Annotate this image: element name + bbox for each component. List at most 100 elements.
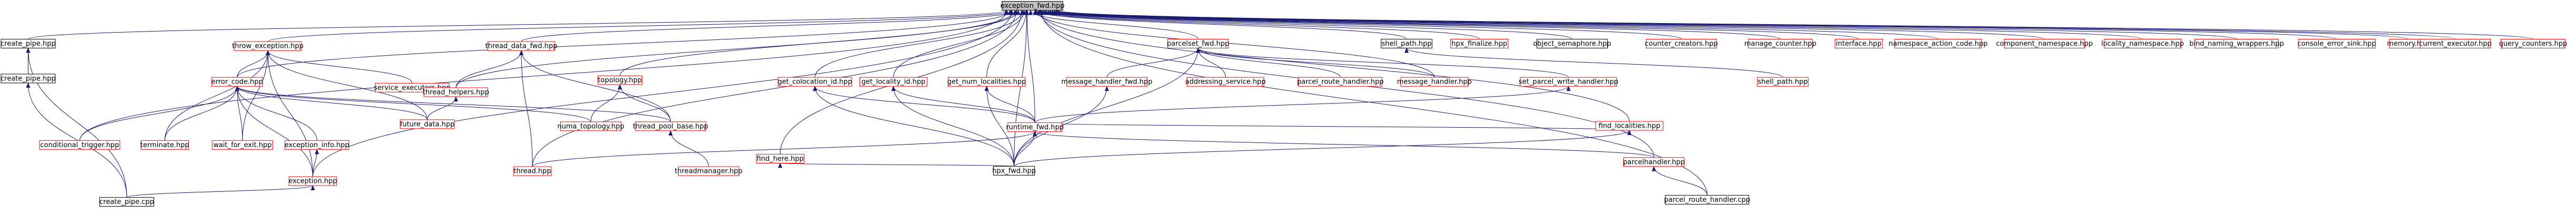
node-throw-exception-hpp-4[interactable]: throw_exception.hpp (232, 41, 304, 51)
node-exception-fwd-hpp-0[interactable]: exception_fwd.hpp (1001, 1, 1065, 11)
node-threadmanager-hpp-19[interactable]: threadmanager.hpp (675, 166, 743, 176)
edge-hpx_fwd-to-get_locality_id (891, 86, 1015, 167)
node-create-pipe-hpp-1[interactable]: create_pipe.hpp (1, 38, 56, 48)
node-box (1748, 38, 1813, 48)
node-thread-data-fwd-hpp-13[interactable]: thread_data_fwd.hpp (486, 41, 558, 51)
node-parcelset-fwd-hpp-26[interactable]: parcelset_fwd.hpp (1167, 38, 1229, 48)
edge-create_pipe_hpp_a-to-exception_fwd (28, 9, 1008, 39)
node-error-code-hpp-5[interactable]: error_code.hpp (211, 77, 263, 87)
node-box (211, 140, 274, 150)
node-thread-pool-base-hpp-17[interactable]: thread_pool_base.hpp (633, 121, 708, 131)
edge-message_handler_fwd-to-parcelset_fwd (1106, 47, 1200, 78)
node-box (140, 140, 189, 150)
edge-numa_topology-to-error_code (235, 86, 591, 122)
node-current-executor-hpp-48[interactable]: current_executor.hpp (2419, 38, 2492, 48)
node-thread-hpp-18[interactable]: thread.hpp (513, 166, 552, 176)
node-label: create_pipe.cpp (99, 198, 154, 206)
edge-object_semaphore-to-exception_fwd (1036, 9, 1573, 39)
node-locality-namespace-hpp-44[interactable]: locality_namespace.hpp (2102, 38, 2184, 48)
edge-message_handler-to-exception_fwd (1033, 9, 1435, 78)
node-find-here-hpp-20[interactable]: find_here.hpp (756, 153, 804, 163)
node-parcel-route-handler-hpp-29[interactable]: parcel_route_handler.hpp (1297, 77, 1384, 87)
node-label: locality_namespace.hpp (2102, 40, 2184, 48)
node-memory-hpp-47[interactable]: memory.hpp (2387, 38, 2430, 48)
node-conditional-trigger-hpp-6[interactable]: conditional_trigger.hpp (39, 140, 120, 150)
node-label: bind_naming_wrappers.hpp (2189, 40, 2284, 48)
node-box (678, 166, 740, 176)
edge-thread-to-runtime_fwd (532, 131, 1037, 167)
node-label: message_handler.hpp (1397, 78, 1472, 86)
node-bind-naming-wrappers-hpp-45[interactable]: bind_naming_wrappers.hpp (2189, 38, 2284, 48)
edge-parcelhandler-to-runtime_fwd (1033, 131, 1654, 158)
node-object-semaphore-hpp-35[interactable]: object_semaphore.hpp (1533, 38, 1611, 48)
edge-conditional_trigger-to-error_code (79, 86, 239, 141)
node-parcelhandler-hpp-37[interactable]: parcelhandler.hpp (1623, 157, 1685, 167)
node-label: thread_helpers.hpp (423, 88, 489, 96)
node-label: wait_for_exit.hpp (213, 141, 271, 149)
node-console-error-sink-hpp-46[interactable]: console_error_sink.hpp (2298, 38, 2376, 48)
node-parcel-route-handler-cpp-38[interactable]: parcel_route_handler.cpp (1664, 195, 1750, 205)
edge-runtime_fwd-to-get_locality_id (891, 86, 1035, 123)
node-addressing-service-hpp-28[interactable]: addressing_service.hpp (1185, 77, 1266, 87)
node-runtime-fwd-hpp-25[interactable]: runtime_fwd.hpp (1006, 122, 1064, 132)
edge-query_counters-to-exception_fwd (1057, 9, 2533, 39)
node-set-parcel-write-handler-hpp-32[interactable]: set_parcel_write_handler.hpp (1519, 77, 1618, 87)
node-label: thread_data_fwd.hpp (486, 43, 558, 50)
edge-bind_naming_wrappers-to-exception_fwd (1050, 9, 2237, 39)
node-get-num-localities-hpp-23[interactable]: get_num_localities.hpp (947, 77, 1026, 87)
node-label: exception_info.hpp (285, 141, 349, 149)
node-box (1520, 77, 1618, 87)
node-wait-for-exit-hpp-8[interactable]: wait_for_exit.hpp (211, 140, 274, 150)
edge-interface-to-exception_fwd (1043, 9, 1860, 39)
node-numa-topology-hpp-16[interactable]: numa_topology.hpp (557, 121, 624, 131)
node-label: parcel_route_handler.hpp (1297, 78, 1384, 86)
node-box (2104, 38, 2181, 48)
node-counter-creators-hpp-39[interactable]: counter_creators.hpp (1645, 38, 1718, 48)
node-exception-hpp-10[interactable]: exception.hpp (288, 176, 337, 186)
node-shell-path-hpp-30[interactable]: shell_path.hpp (1381, 38, 1432, 48)
node-shell-path-hpp-36[interactable]: shell_path.hpp (1757, 77, 1809, 87)
node-box (597, 75, 643, 85)
node-box (1007, 122, 1063, 132)
node-topology-hpp-15[interactable]: topology.hpp (597, 75, 643, 85)
node-thread-helpers-hpp-14[interactable]: thread_helpers.hpp (423, 87, 489, 97)
node-label: addressing_service.hpp (1185, 78, 1266, 86)
node-box (777, 77, 852, 87)
node-get-locality-id-hpp-22[interactable]: get_locality_id.hpp (860, 77, 927, 87)
node-message-handler-hpp-31[interactable]: message_handler.hpp (1397, 77, 1472, 87)
node-label: terminate.hpp (140, 141, 189, 149)
node-label: runtime_fwd.hpp (1006, 124, 1064, 131)
node-create-pipe-hpp-2[interactable]: create_pipe.hpp (1, 74, 56, 84)
node-label: shell_path.hpp (1381, 40, 1431, 48)
node-hpx-finalize-hpp-34[interactable]: hpx_finalize.hpp (1450, 38, 1509, 48)
edge-future_data-to-throw_exception (266, 50, 428, 120)
node-exception-info-hpp-9[interactable]: exception_info.hpp (285, 140, 349, 150)
edge-hpx_fwd-to-exception_fwd (1014, 9, 1029, 167)
edge-future_data-to-error_code (235, 86, 428, 120)
node-create-pipe-cpp-3[interactable]: create_pipe.cpp (99, 197, 154, 207)
node-box (1665, 195, 1750, 205)
node-hpx-fwd-hpp-24[interactable]: hpx_fwd.hpp (992, 166, 1036, 176)
node-box (1400, 77, 1469, 87)
node-message-handler-fwd-hpp-27[interactable]: message_handler_fwd.hpp (1062, 77, 1153, 87)
node-box (234, 41, 302, 51)
node-namespace-action-code-hpp-42[interactable]: namespace_action_code.hpp (1888, 38, 1988, 48)
edge-thread-to-exception_fwd (532, 9, 1019, 167)
edge-conditional_trigger-to-exception_fwd (79, 9, 1009, 141)
node-component-namespace-hpp-43[interactable]: component_namespace.hpp (1996, 38, 2093, 48)
node-query-counters-hpp-49[interactable]: query_counters.hpp (2499, 38, 2568, 48)
node-box (2298, 38, 2376, 48)
node-manage-counter-hpp-40[interactable]: manage_counter.hpp (1744, 38, 1816, 48)
node-label: namespace_action_code.hpp (1888, 40, 1987, 48)
node-box (947, 77, 1026, 87)
edge-thread_pool_base-to-error_code (235, 86, 671, 122)
node-label: thread_pool_base.hpp (633, 122, 708, 130)
node-get-colocation-id-hpp-21[interactable]: get_colocation_id.hpp (777, 77, 852, 87)
node-label: message_handler_fwd.hpp (1062, 78, 1153, 86)
node-layer: exception_fwd.hpp create_pipe.hpp create_p… (1, 1, 2568, 207)
node-find-localities-hpp-33[interactable]: find_localities.hpp (1595, 121, 1663, 131)
node-terminate-hpp-7[interactable]: terminate.hpp (140, 140, 189, 150)
node-box (1167, 38, 1229, 48)
node-interface-hpp-41[interactable]: interface.hpp (1834, 38, 1883, 48)
node-future-data-hpp-12[interactable]: future_data.hpp (400, 119, 455, 129)
